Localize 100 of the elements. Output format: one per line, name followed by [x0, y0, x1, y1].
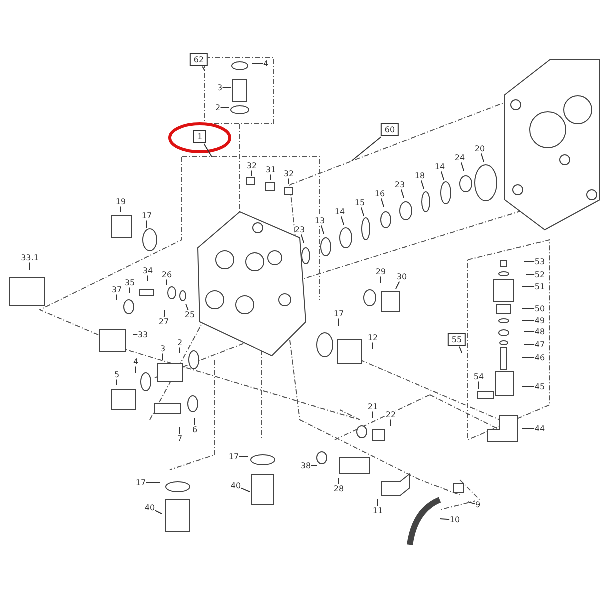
callout-number: 17 — [334, 310, 344, 318]
leader-line — [320, 225, 324, 234]
callout-number: 7 — [177, 434, 183, 444]
callout-number: 21 — [368, 402, 378, 412]
callout-number: 22 — [386, 410, 396, 420]
callout-number: 46 — [534, 354, 546, 362]
callout-number: 49 — [534, 316, 546, 326]
leader-line — [238, 456, 248, 458]
callout-number: 33.1 — [21, 254, 39, 262]
leader-line — [459, 346, 462, 354]
callout-number: 25 — [184, 310, 196, 320]
callout-number: 10 — [450, 516, 460, 524]
callout-number: 2 — [215, 104, 221, 112]
leader-line — [166, 279, 168, 286]
callout-number: 4 — [263, 60, 269, 68]
callout-number: 47 — [534, 340, 546, 350]
callout-number: 34 — [142, 266, 154, 276]
callout-number: 24 — [454, 154, 466, 162]
leader-line — [522, 320, 536, 322]
callout-number: 30 — [396, 272, 408, 282]
leader-line — [240, 488, 250, 492]
callout-number: 23 — [394, 180, 406, 190]
leader-line — [440, 171, 444, 180]
leader-line — [372, 342, 374, 350]
leader-line — [300, 234, 304, 244]
callout-number: 17 — [136, 478, 146, 488]
group-number-box: 55 — [448, 334, 466, 346]
leader-line — [116, 379, 118, 386]
leader-line — [146, 482, 160, 484]
callout-number: 3 — [217, 84, 223, 92]
callout-number: 27 — [158, 318, 170, 326]
callout-number: 35 — [124, 278, 136, 288]
group-number-box: 62 — [190, 54, 208, 66]
callout-number: 32 — [284, 170, 294, 178]
leader-line — [202, 66, 206, 72]
leader-line — [524, 344, 536, 346]
callout-number: 5 — [114, 370, 120, 380]
leader-line — [372, 411, 374, 418]
group-number-box: 1 — [193, 130, 207, 144]
callout-number: 19 — [116, 198, 126, 206]
callout-number: 31 — [266, 166, 276, 174]
callout-number: 28 — [334, 484, 344, 494]
leader-line — [400, 189, 404, 198]
callout-number: 38 — [300, 462, 312, 470]
callout-number: 11 — [372, 506, 384, 516]
callout-number: 44 — [534, 424, 546, 434]
callout-number: 50 — [534, 304, 546, 314]
leader-line — [146, 220, 148, 228]
leader-line — [164, 310, 166, 318]
leader-line — [340, 216, 344, 226]
leader-line — [380, 276, 382, 284]
callout-number: 14 — [334, 208, 346, 216]
leader-line — [380, 198, 384, 208]
callout-number: 29 — [376, 268, 386, 276]
leader-line — [522, 308, 536, 310]
callout-number: 20 — [474, 144, 486, 154]
leader-line — [132, 334, 138, 336]
callout-number: 53 — [534, 258, 546, 266]
callout-number: 18 — [414, 172, 426, 180]
callout-number: 9 — [475, 500, 481, 510]
leader-line — [194, 418, 196, 426]
callout-number: 52 — [534, 270, 546, 280]
callout-number: 40 — [230, 482, 242, 490]
callout-number: 17 — [228, 452, 240, 462]
callout-number: 12 — [368, 334, 378, 342]
leader-line — [162, 353, 164, 360]
leader-line — [338, 318, 340, 326]
callout-number: 15 — [354, 198, 366, 208]
callout-number: 51 — [534, 282, 546, 292]
callout-number: 2 — [177, 338, 183, 348]
leader-line — [390, 419, 392, 426]
callout-number: 3 — [160, 344, 166, 354]
callout-number: 33 — [138, 330, 148, 340]
callout-number: 40 — [144, 504, 156, 512]
callout-number: 48 — [534, 328, 546, 336]
group-number-box: 60 — [380, 124, 400, 136]
callout-number: 17 — [142, 212, 152, 220]
callout-number: 4 — [133, 358, 139, 366]
leader-line — [460, 162, 464, 172]
callout-number: 23 — [294, 226, 306, 234]
leader-line — [204, 143, 212, 158]
callout-number: 45 — [534, 382, 546, 392]
leader-line — [526, 274, 536, 276]
leader-line — [478, 381, 480, 390]
leader-line — [186, 304, 189, 311]
leader-line — [480, 153, 484, 162]
leader-line — [396, 281, 400, 290]
leader-line — [440, 518, 450, 520]
leader-line — [522, 428, 536, 430]
callout-number: 37 — [112, 286, 122, 294]
callout-number: 32 — [246, 162, 258, 170]
callout-number: 13 — [314, 216, 326, 226]
leader-line — [338, 478, 340, 485]
callout-number: 16 — [374, 190, 386, 198]
leader-line — [352, 136, 382, 162]
leader-line — [468, 502, 476, 505]
leader-line — [270, 174, 272, 180]
leader-line — [522, 286, 536, 288]
leader-line — [288, 178, 290, 184]
leader-line — [420, 180, 424, 190]
